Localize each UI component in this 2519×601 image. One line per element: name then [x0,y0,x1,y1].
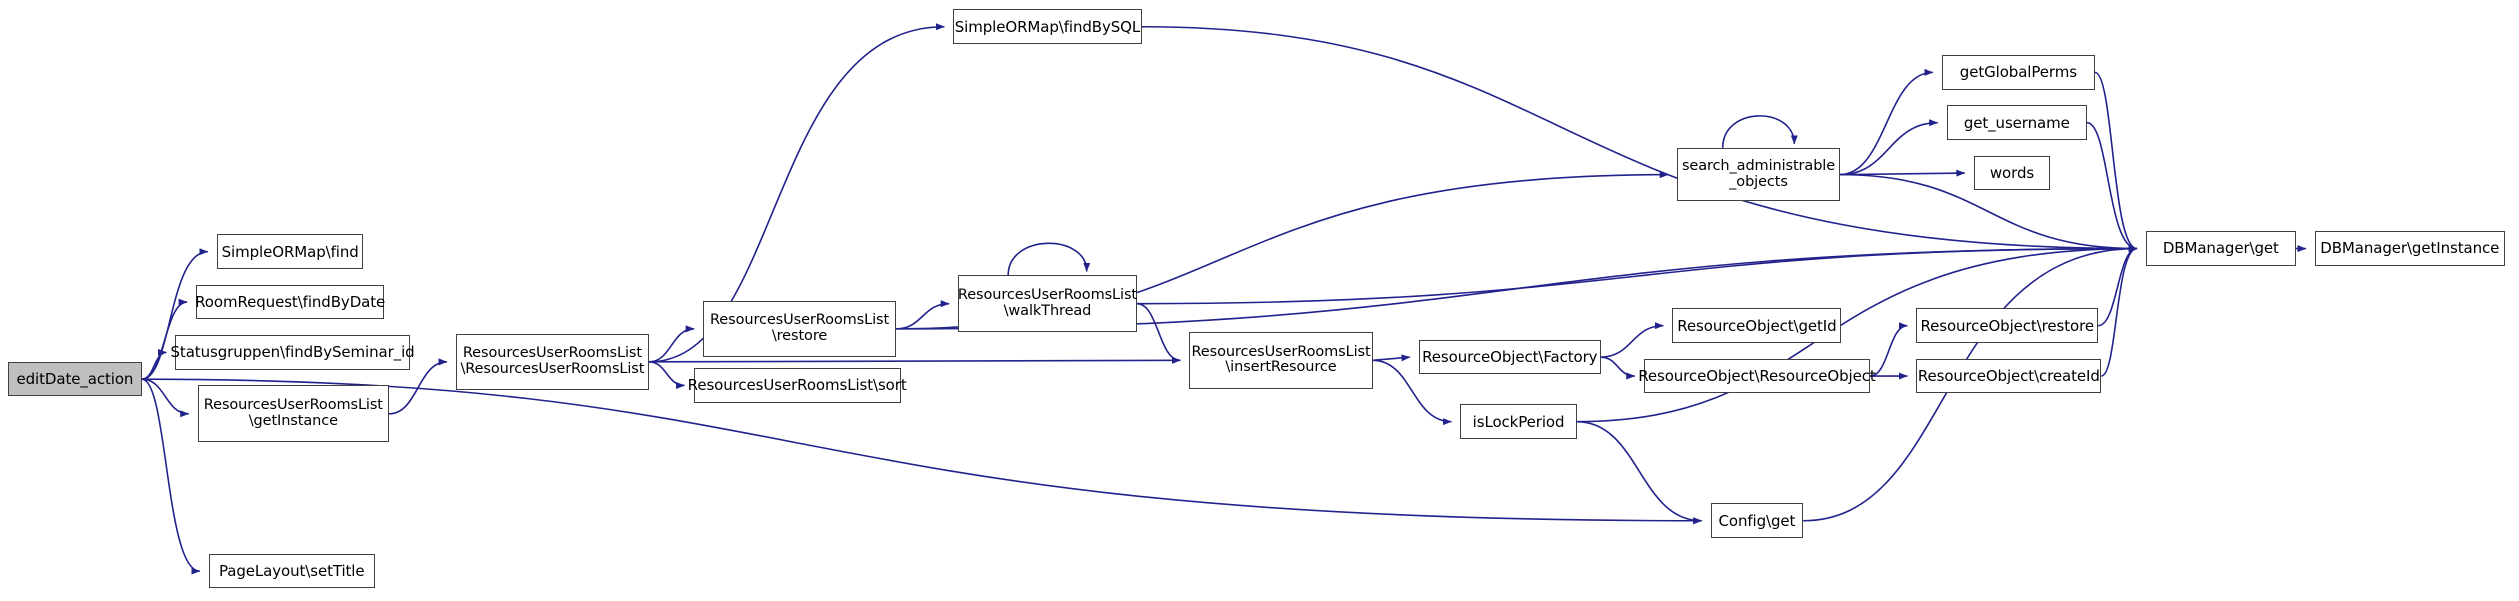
graph-edge [1839,173,2138,253]
graph-edge [2100,245,2138,377]
graph-edge [648,325,695,363]
graph-edge [141,378,201,575]
graph-node-simpleormap-find[interactable]: SimpleORMap\find [216,234,364,270]
graph-edge [1136,245,2138,305]
graph-node-search-administrable-objects[interactable]: search_administrable _objects [1677,147,1840,202]
graph-edge [1136,302,1181,364]
graph-node-resourceobject-resourceobject[interactable]: ResourceObject\ResourceObject [1638,358,1876,394]
graph-node-getglobalperms[interactable]: getGlobalPerms [1941,55,2095,90]
graph-edge [1372,359,1452,426]
graph-node-statusgruppen-findbyseminar-id[interactable]: Statusgruppen\findBySeminar_id [171,335,415,370]
graph-edge [1372,354,1411,362]
graph-edge [1576,420,1703,525]
graph-edge [1869,322,1908,377]
graph-node-pagelayout-settitle[interactable]: PageLayout\setTitle [208,553,375,589]
graph-edge [1007,242,1091,276]
graph-node-islockperiod[interactable]: isLockPeriod [1460,404,1577,439]
graph-node-resourceobject-getid[interactable]: ResourceObject\getId [1672,308,1842,343]
graph-node-resourcesuserroomslist-getinstance[interactable]: ResourcesUserRoomsList \getInstance [197,385,389,443]
graph-node-resourcesuserroomslist-walkthread[interactable]: ResourcesUserRoomsList \walkThread [958,275,1137,332]
graph-node-resourcesuserroomslist-ctor[interactable]: ResourcesUserRoomsList \ResourcesUserRoo… [455,333,649,391]
graph-edge [141,378,1703,525]
graph-node-dbmanager-getinstance[interactable]: DBManager\getInstance [2314,231,2505,266]
graph-edge [141,378,190,418]
graph-node-resourceobject-restore[interactable]: ResourceObject\restore [1916,308,2099,343]
graph-edge [648,23,945,363]
graph-edge [1600,322,1664,358]
graph-edge [1141,25,2138,253]
graph-node-simpleormap-findbysql[interactable]: SimpleORMap\findBySQL [953,9,1142,45]
graph-node-resourceobject-factory[interactable]: ResourceObject\Factory [1418,339,1601,375]
graph-edge [1600,356,1636,380]
graph-edge [388,358,448,415]
graph-edge [648,361,686,389]
edge-paths [141,23,2307,575]
graph-node-resourcesuserroomslist-restore[interactable]: ResourcesUserRoomsList \restore [703,300,896,358]
graph-edge [141,348,167,380]
graph-edge [2086,121,2138,253]
graph-node-get-username[interactable]: get_username [1946,105,2087,141]
graph-node-roomrequest-findbydate[interactable]: RoomRequest\findByDate [195,284,385,320]
graph-node-resourcesuserroomslist-sort[interactable]: ResourcesUserRoomsList\sort [688,368,907,403]
graph-node-resourceobject-createid[interactable]: ResourceObject\createId [1916,358,2102,394]
graph-edge [1839,68,1934,176]
graph-edge [1839,119,1939,176]
graph-node-words[interactable]: words [1973,155,2051,191]
graph-node-editdate-action[interactable]: editDate_action [7,361,142,397]
graph-edge [895,300,950,330]
graph-node-dbmanager-get[interactable]: DBManager\get [2145,231,2296,266]
graph-node-config-get[interactable]: Config\get [1710,503,1804,539]
graph-edge [648,356,1181,364]
graph-edge [1721,115,1798,148]
graph-edge [2094,71,2138,253]
graph-node-resourcesuserroomslist-insertresource[interactable]: ResourcesUserRoomsList \insertResource [1189,331,1373,389]
